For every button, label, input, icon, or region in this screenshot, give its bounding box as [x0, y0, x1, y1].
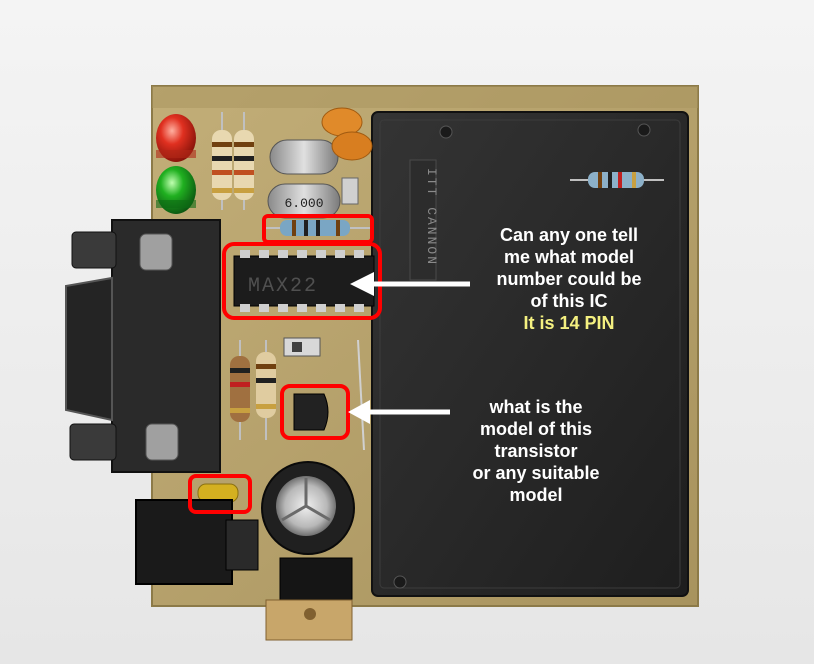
arrow-to-ic: [350, 272, 470, 296]
ic-question-line-1: Can any one tell: [499, 225, 639, 245]
green-led: [156, 166, 196, 214]
resistor-vertical-3: [230, 340, 250, 440]
black-enclosure-cover: ITT CANNON: [371, 111, 689, 597]
ic-chip-14-pin: MAX22: [233, 250, 375, 312]
red-led: [156, 114, 196, 162]
transistor-question-line-3: transistor: [494, 441, 578, 461]
ceramic-capacitor-2: [331, 131, 373, 161]
cover-marking: ITT CANNON: [424, 168, 439, 266]
transistor-question-caption: what is the model of this transistor or …: [436, 396, 636, 506]
wire-lead: [357, 339, 365, 451]
ic-question-caption: Can any one tell me what model number co…: [458, 224, 680, 334]
highlight-yellow-part: [188, 474, 252, 514]
crystal-marking: 6.000: [284, 196, 323, 211]
jumper-header: [283, 337, 321, 357]
resistor-horizontal: [266, 220, 370, 236]
ic-question-line-4: of this IC: [530, 291, 608, 311]
resistor-on-cover: [570, 172, 664, 188]
resistor-vertical-2: [234, 112, 254, 210]
ic-question-line-3: number could be: [496, 269, 642, 289]
crystal-oscillator-1: [269, 139, 339, 175]
transistor-question-line-2: model of this: [480, 419, 592, 439]
arrow-to-transistor: [348, 400, 450, 424]
pcb-board-edge: [152, 86, 698, 108]
resistor-vertical-4: [256, 340, 276, 440]
ic-question-line-2: me what model: [503, 247, 635, 267]
crystal-oscillator-2: 6.000: [267, 183, 341, 219]
transistor-question-line-4: or any suitable: [472, 463, 600, 483]
small-capacitor: [341, 177, 359, 205]
ic-pin-note: It is 14 PIN: [523, 313, 615, 333]
ic-marking: MAX22: [248, 275, 318, 298]
electrolytic-capacitor: [261, 461, 355, 555]
transistor-question-line-5: model: [509, 485, 563, 505]
highlight-ic: [222, 242, 382, 320]
transistor-question-line-1: what is the: [489, 397, 583, 417]
db9-serial-connector: [65, 219, 221, 473]
transistor-to92: [293, 393, 329, 431]
resistor-vertical-1: [212, 112, 232, 210]
voltage-regulator: [265, 557, 353, 641]
